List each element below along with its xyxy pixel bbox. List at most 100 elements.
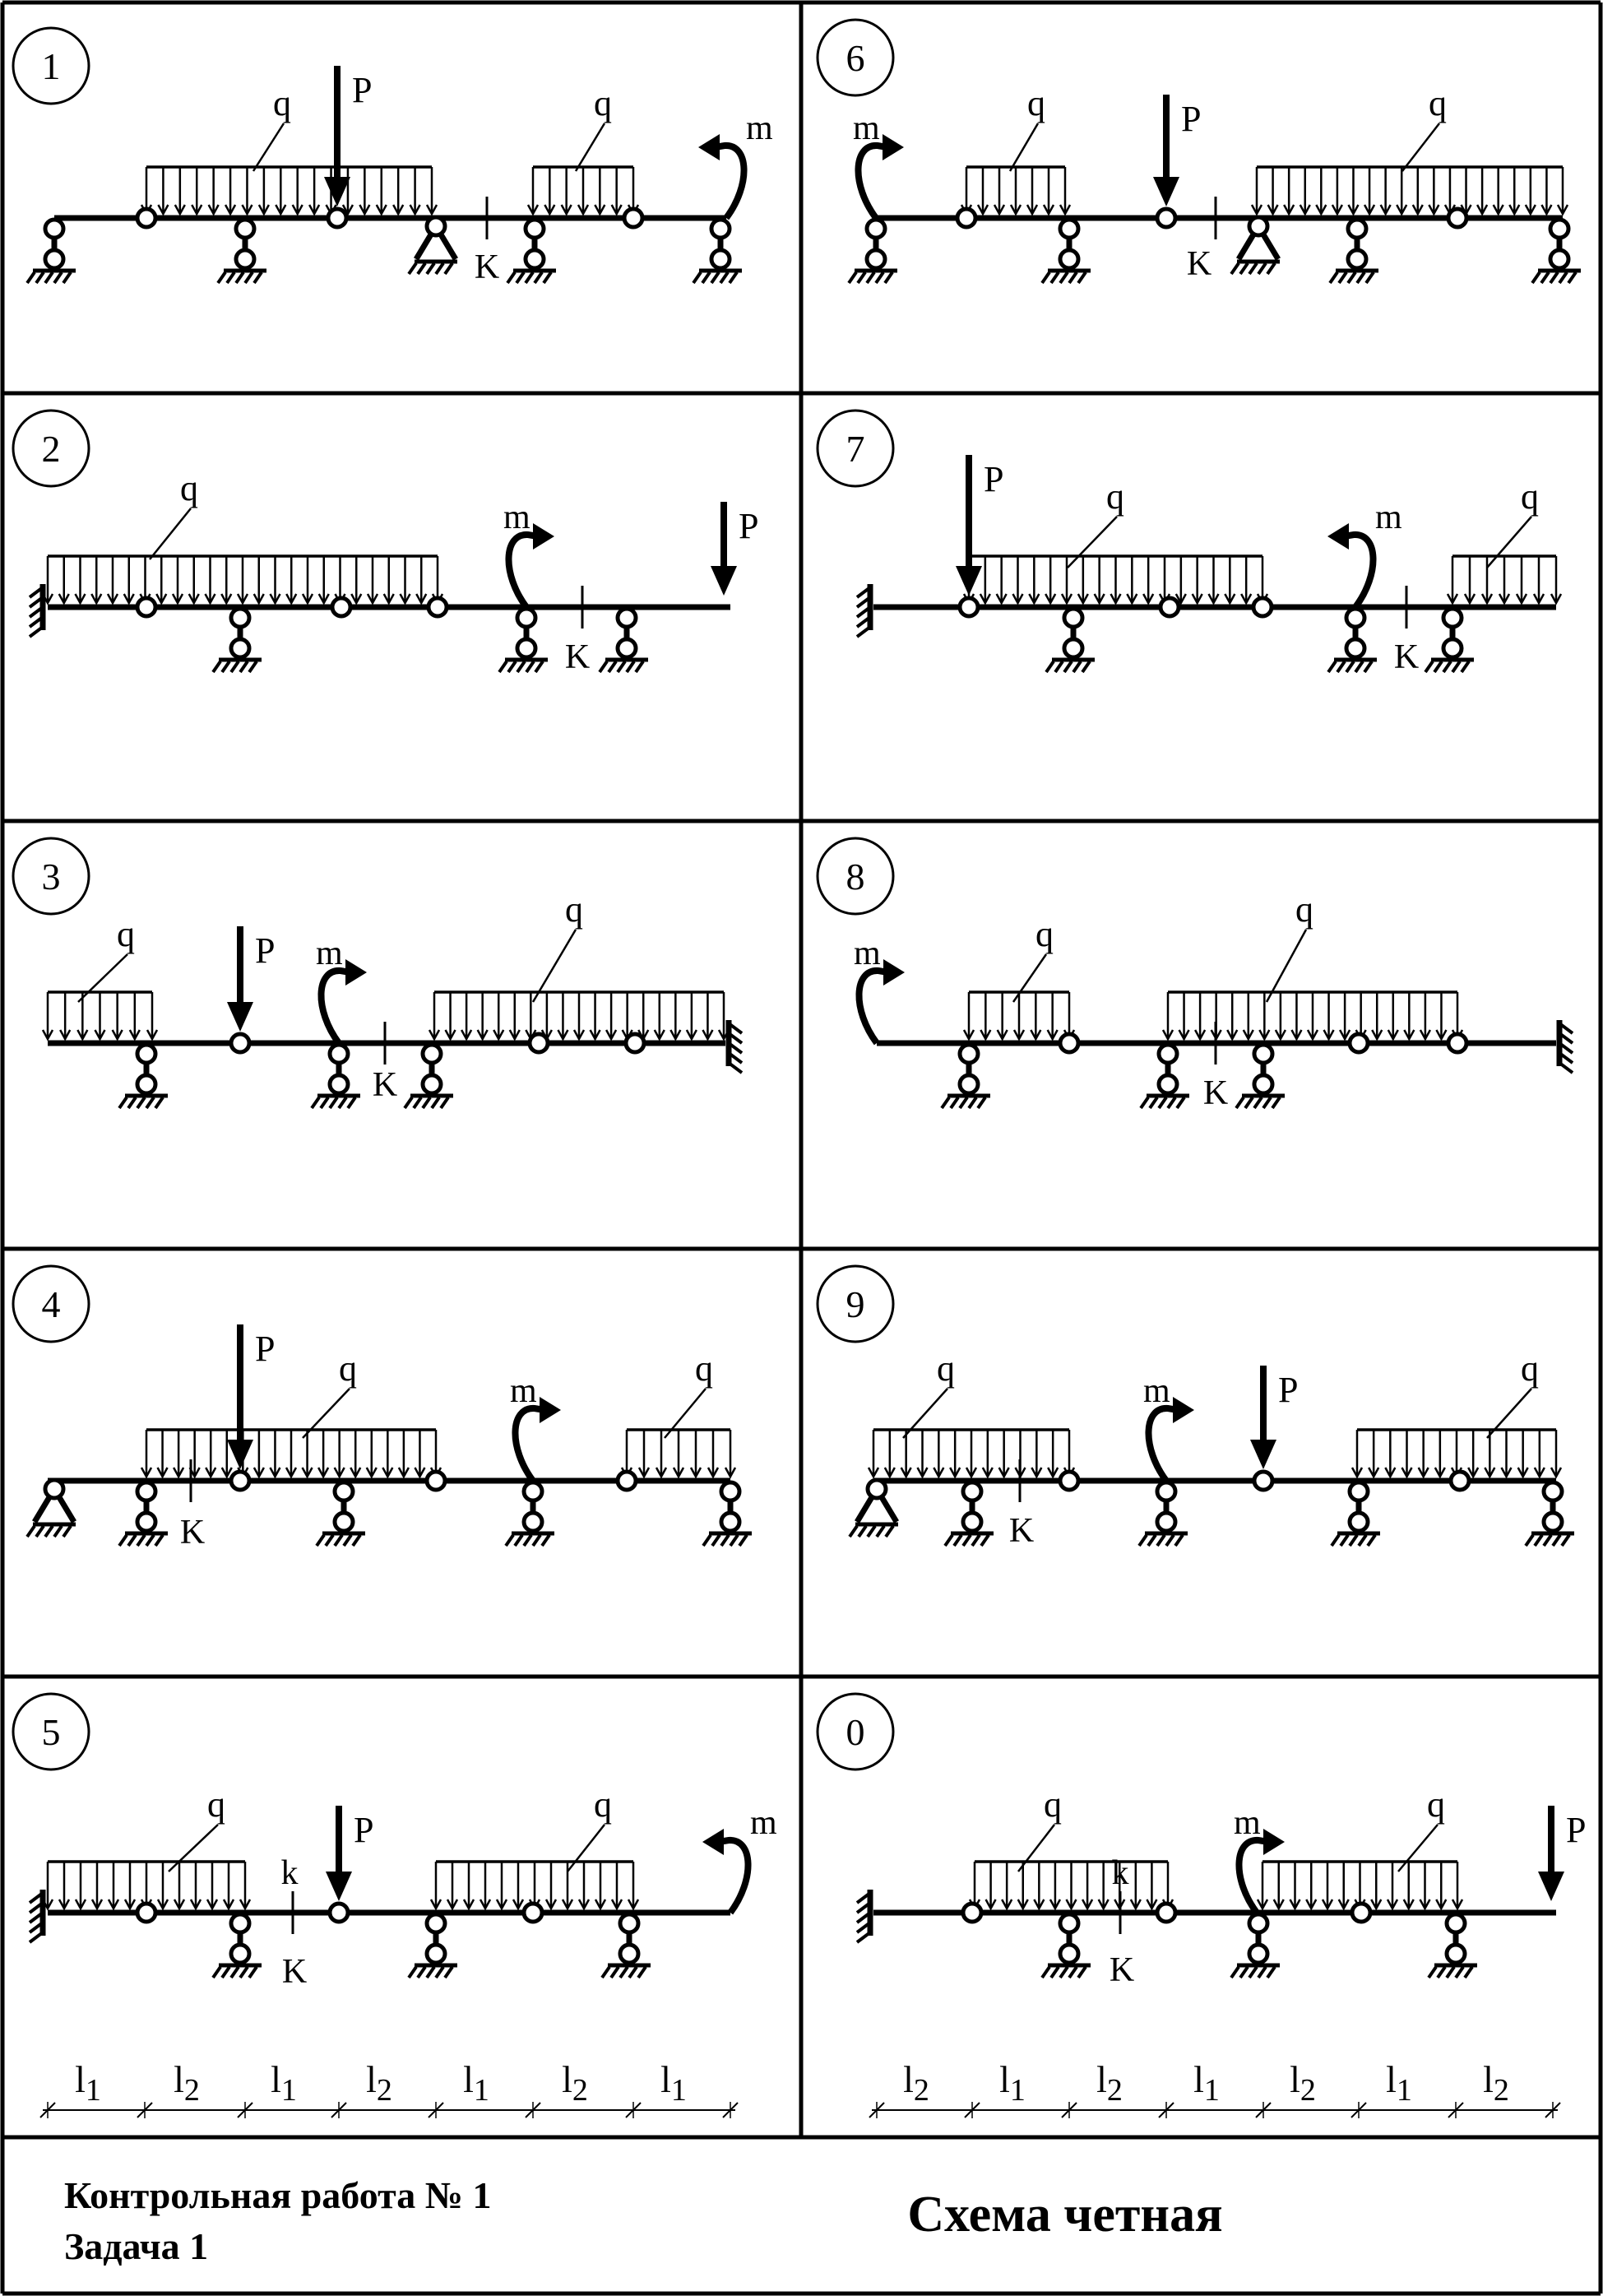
- support-pin-icon: [1156, 1042, 1179, 1065]
- hinge-icon: [623, 1032, 646, 1055]
- load-arrowhead: [58, 593, 70, 605]
- ground-hatch: [1166, 1096, 1177, 1110]
- panel-number-circle-icon: [816, 409, 895, 488]
- moment-label: m: [746, 109, 773, 147]
- load-arrowhead: [1258, 1029, 1271, 1041]
- load-arrowhead: [1402, 1899, 1415, 1911]
- load-arrowhead: [1097, 1899, 1110, 1911]
- ground-hatch: [625, 660, 636, 674]
- moment-arrowhead-icon: [883, 959, 905, 986]
- ground-hatch: [136, 1096, 146, 1110]
- load-leader-line: [1265, 929, 1308, 1003]
- load-arrowhead: [241, 204, 253, 216]
- load-arrowhead: [1081, 1899, 1094, 1911]
- ground-hatch: [319, 1096, 330, 1110]
- load-label: q: [565, 889, 583, 930]
- support-pin-icon: [1441, 606, 1464, 629]
- support-pin-icon: [135, 1073, 158, 1096]
- ground-hatch: [35, 1524, 45, 1538]
- wall-hatch: [727, 1051, 744, 1065]
- load-arrowhead: [224, 204, 237, 216]
- load-arrowhead: [1351, 1467, 1364, 1479]
- load-leader-line: [168, 1824, 219, 1872]
- ground-hatch: [1558, 271, 1568, 285]
- moment-arrowhead-icon: [540, 1397, 561, 1423]
- ground-hatch: [506, 271, 517, 285]
- load-arrowhead: [995, 593, 1008, 605]
- ground-hatch: [607, 660, 618, 674]
- load-arrowhead: [1194, 1029, 1207, 1041]
- load-arrowhead: [1290, 1029, 1303, 1041]
- moment-arrowhead-icon: [702, 1829, 724, 1855]
- load-arrowhead: [123, 593, 135, 605]
- load-arrowhead: [1161, 1029, 1174, 1041]
- moment-label: m: [510, 1372, 537, 1410]
- load-arrowhead: [1321, 1899, 1334, 1911]
- wall-hatch: [1558, 1022, 1574, 1035]
- hinge-icon: [1251, 596, 1274, 619]
- load-arrowhead: [655, 1467, 668, 1479]
- ground-hatch: [1266, 262, 1276, 276]
- support-pin-icon: [515, 606, 538, 629]
- support-pin-icon: [424, 1912, 447, 1935]
- wall-hatch: [28, 605, 44, 619]
- ground-hatch: [1139, 1096, 1150, 1110]
- ground-hatch: [1348, 1533, 1359, 1547]
- ground-hatch: [1366, 1533, 1377, 1547]
- support-pin-icon: [521, 1480, 544, 1503]
- support-pin-icon: [1444, 1912, 1467, 1935]
- ground-hatch: [1049, 271, 1060, 285]
- panel-number: 6: [846, 37, 865, 79]
- ground-hatch: [729, 1533, 739, 1547]
- ground-hatch: [710, 271, 720, 285]
- ground-hatch: [1560, 1533, 1571, 1547]
- moment-arrowhead-icon: [533, 523, 554, 550]
- load-arrowhead: [605, 1029, 618, 1041]
- wall-hatch: [855, 615, 872, 629]
- support-pin-icon: [1058, 217, 1081, 240]
- ground-hatch: [1346, 271, 1357, 285]
- hinge-icon: [424, 1469, 447, 1492]
- load-arrowhead: [1146, 1899, 1158, 1911]
- support-pin-icon: [424, 215, 447, 238]
- load-leader-line: [531, 929, 577, 1003]
- ground-hatch: [35, 271, 45, 285]
- hinge-icon: [1058, 1032, 1081, 1055]
- load-arrowhead: [236, 593, 249, 605]
- load-arrowhead: [653, 1029, 665, 1041]
- ground-hatch: [1551, 1533, 1562, 1547]
- load-arrowhead: [985, 1899, 997, 1911]
- load-arrowhead: [1500, 1467, 1513, 1479]
- load-arrowhead: [949, 1467, 961, 1479]
- load-arrowhead: [220, 1467, 233, 1479]
- load-arrowhead: [1492, 204, 1504, 216]
- load-arrowhead: [41, 1029, 54, 1041]
- ground-hatch: [525, 660, 535, 674]
- ground-hatch: [848, 1524, 859, 1538]
- support-pin-icon: [229, 1942, 252, 1965]
- support-pin-icon: [1155, 1510, 1178, 1533]
- load-label: q: [1295, 889, 1313, 930]
- ground-hatch: [1257, 262, 1267, 276]
- load-arrowhead: [206, 1899, 219, 1911]
- ground-hatch: [1336, 660, 1346, 674]
- ground-hatch: [616, 660, 627, 674]
- ground-hatch: [333, 1533, 344, 1547]
- ground-hatch: [958, 1096, 969, 1110]
- load-arrowhead: [397, 1467, 410, 1479]
- load-arrowhead: [1242, 1029, 1254, 1041]
- load-arrowhead: [220, 593, 233, 605]
- load-arrowhead: [375, 204, 387, 216]
- load-arrowhead: [174, 204, 186, 216]
- support-pin-icon: [229, 606, 252, 629]
- load-arrowhead: [156, 1467, 169, 1479]
- panel-number: 0: [846, 1711, 865, 1753]
- wall-hatch: [28, 596, 44, 609]
- ground-hatch: [634, 660, 645, 674]
- section-label: k: [1112, 1854, 1129, 1892]
- load-label: q: [937, 1348, 955, 1389]
- moment-label: m: [503, 499, 530, 536]
- ground-hatch: [940, 1096, 951, 1110]
